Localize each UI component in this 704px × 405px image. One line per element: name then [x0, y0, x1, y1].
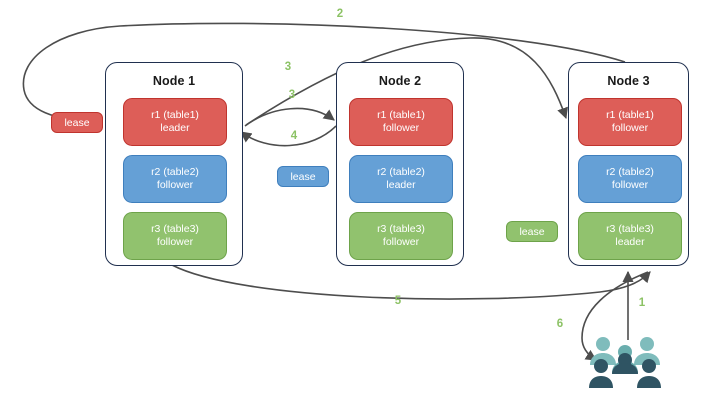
step-label-6: 6 — [556, 318, 564, 330]
node-title-node3: Node 3 — [607, 74, 650, 88]
replica-role: follower — [611, 179, 649, 191]
lease-label: lease — [64, 116, 90, 129]
lease-label: lease — [290, 170, 316, 183]
replica-name: r3 (table3) — [606, 223, 654, 235]
step-label-3b: 3 — [288, 89, 296, 101]
replica-name: r1 (table1) — [377, 109, 425, 121]
step-label-3a: 3 — [284, 61, 292, 73]
node-title-node2: Node 2 — [378, 74, 422, 88]
replica-name: r1 (table1) — [606, 109, 654, 121]
people-group-icon — [589, 337, 661, 388]
node-box-node1: Node 1 r1 (table1) leader r2 (table2) fo… — [105, 62, 243, 266]
replica-role: follower — [156, 179, 194, 191]
replica-role: leader — [615, 236, 645, 248]
step-label-5: 5 — [394, 295, 402, 307]
replica-node3-r3: r3 (table3) leader — [578, 212, 682, 260]
step-label-4: 4 — [290, 130, 298, 142]
replica-name: r2 (table2) — [377, 166, 425, 178]
replica-role: follower — [382, 122, 420, 134]
replica-role: follower — [611, 122, 649, 134]
node-box-node3: Node 3 r1 (table1) follower r2 (table2) … — [568, 62, 689, 266]
lease-label: lease — [519, 225, 545, 238]
replica-name: r3 (table3) — [151, 223, 199, 235]
replica-node1-r3: r3 (table3) follower — [123, 212, 227, 260]
edge-step-5 — [171, 264, 651, 300]
replica-node3-r1: r1 (table1) follower — [578, 98, 682, 146]
lease-pill-table3: lease — [506, 221, 558, 242]
replica-name: r2 (table2) — [151, 166, 199, 178]
lease-pill-table1: lease — [51, 112, 103, 133]
replica-node3-r2: r2 (table2) follower — [578, 155, 682, 203]
step-label-2: 2 — [336, 8, 344, 20]
replica-name: r2 (table2) — [606, 166, 654, 178]
replica-role: leader — [160, 122, 190, 134]
replica-name: r3 (table3) — [377, 223, 425, 235]
replica-node2-r1: r1 (table1) follower — [349, 98, 453, 146]
replica-role: follower — [156, 236, 194, 248]
replica-node1-r1: r1 (table1) leader — [123, 98, 227, 146]
replica-role: follower — [382, 236, 420, 248]
replica-node2-r3: r3 (table3) follower — [349, 212, 453, 260]
replica-node2-r2: r2 (table2) leader — [349, 155, 453, 203]
lease-pill-table2: lease — [277, 166, 329, 187]
node-title-node1: Node 1 — [152, 74, 196, 88]
replica-role: leader — [386, 179, 416, 191]
replica-node1-r2: r2 (table2) follower — [123, 155, 227, 203]
node-box-node2: Node 2 r1 (table1) follower r2 (table2) … — [336, 62, 464, 266]
edge-step-3-node2 — [244, 107, 335, 127]
step-label-1: 1 — [638, 297, 646, 309]
replica-name: r1 (table1) — [151, 109, 199, 121]
